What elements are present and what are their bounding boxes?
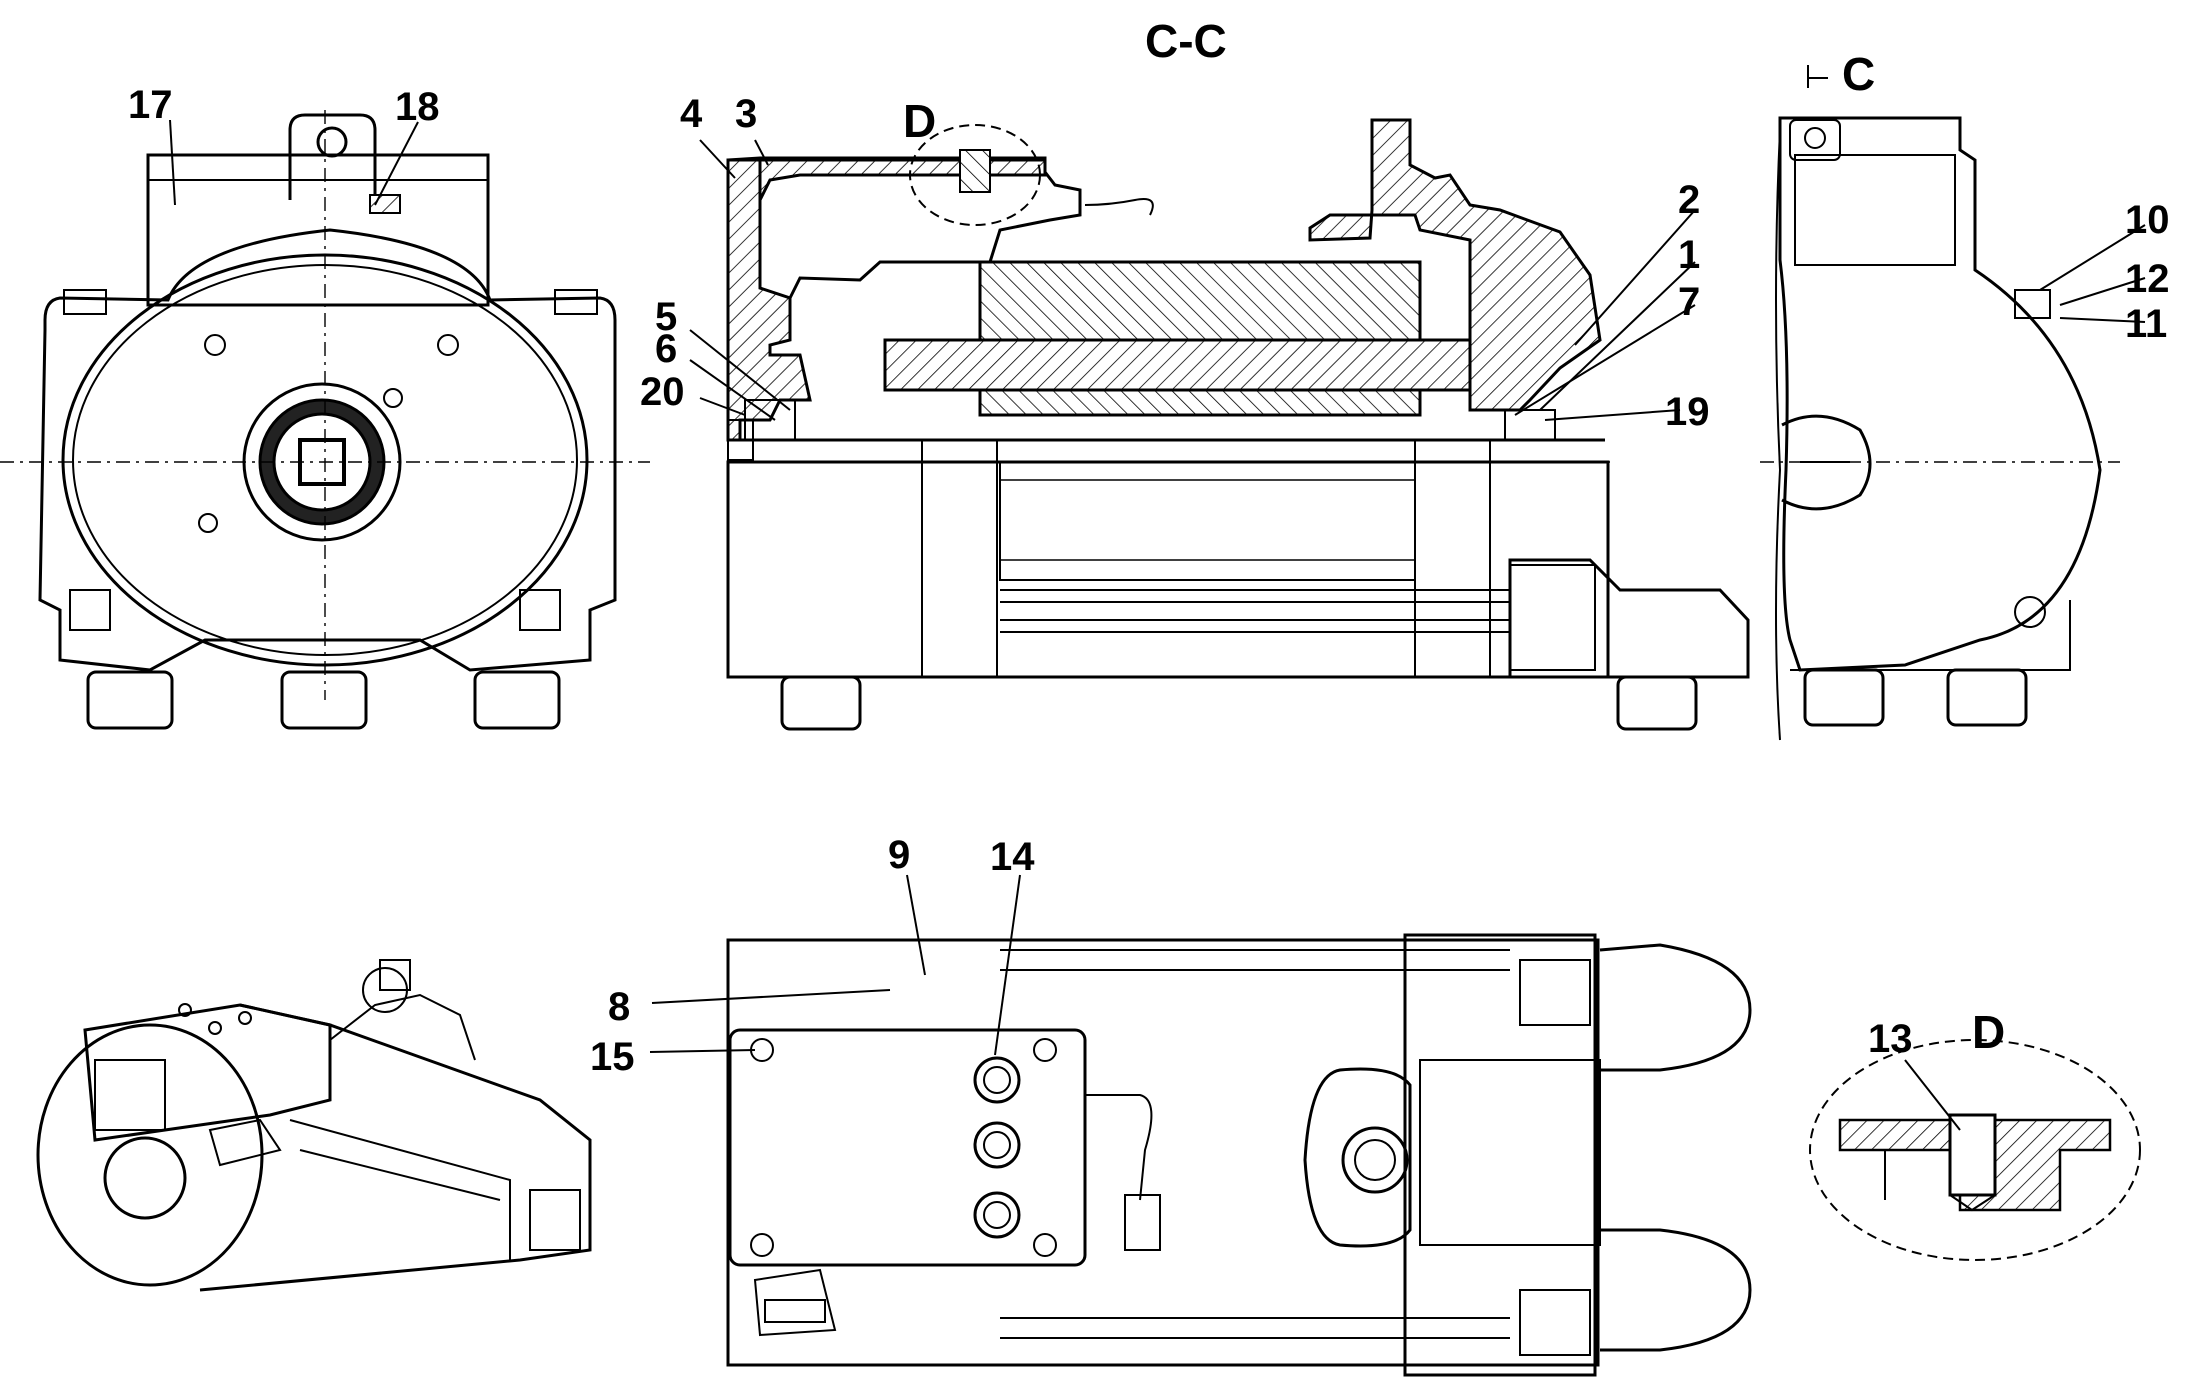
section-view (726, 65, 1828, 731)
callout-7: 7 (1678, 280, 1700, 324)
callout-17: 17 (128, 83, 173, 127)
callout-20: 20 (640, 370, 685, 414)
callout-14: 14 (990, 835, 1035, 879)
side-view (1760, 116, 2120, 741)
callout-6: 6 (655, 327, 677, 371)
callout-10: 10 (2125, 198, 2170, 242)
callout-13: 13 (1868, 1017, 1913, 1061)
front-view (0, 110, 650, 730)
detail-title: D (1972, 1006, 2005, 1058)
callout-1: 1 (1678, 233, 1700, 277)
callout-2: 2 (1678, 178, 1700, 222)
callout-9: 9 (888, 833, 910, 877)
callout-12: 12 (2125, 257, 2170, 301)
section-title: C-C (1145, 15, 1227, 67)
callout-18: 18 (395, 85, 440, 129)
section-marker: C (1842, 48, 1875, 100)
top-view (726, 933, 1752, 1377)
callout-11: 11 (2125, 302, 2167, 346)
detail-marker-top: D (903, 95, 936, 147)
callout-5: 5 (655, 295, 677, 339)
labels: C-C C D D 17 18 4 3 5 6 20 2 1 7 19 10 1… (128, 15, 2170, 1079)
perspective-view (36, 959, 592, 1292)
callout-15: 15 (590, 1035, 635, 1079)
detail-d-view (1809, 1039, 2141, 1261)
callout-4: 4 (680, 92, 703, 136)
leader-lines (169, 119, 2146, 1131)
callout-3: 3 (735, 92, 757, 136)
callout-19: 19 (1665, 390, 1710, 434)
callout-8: 8 (608, 985, 630, 1029)
